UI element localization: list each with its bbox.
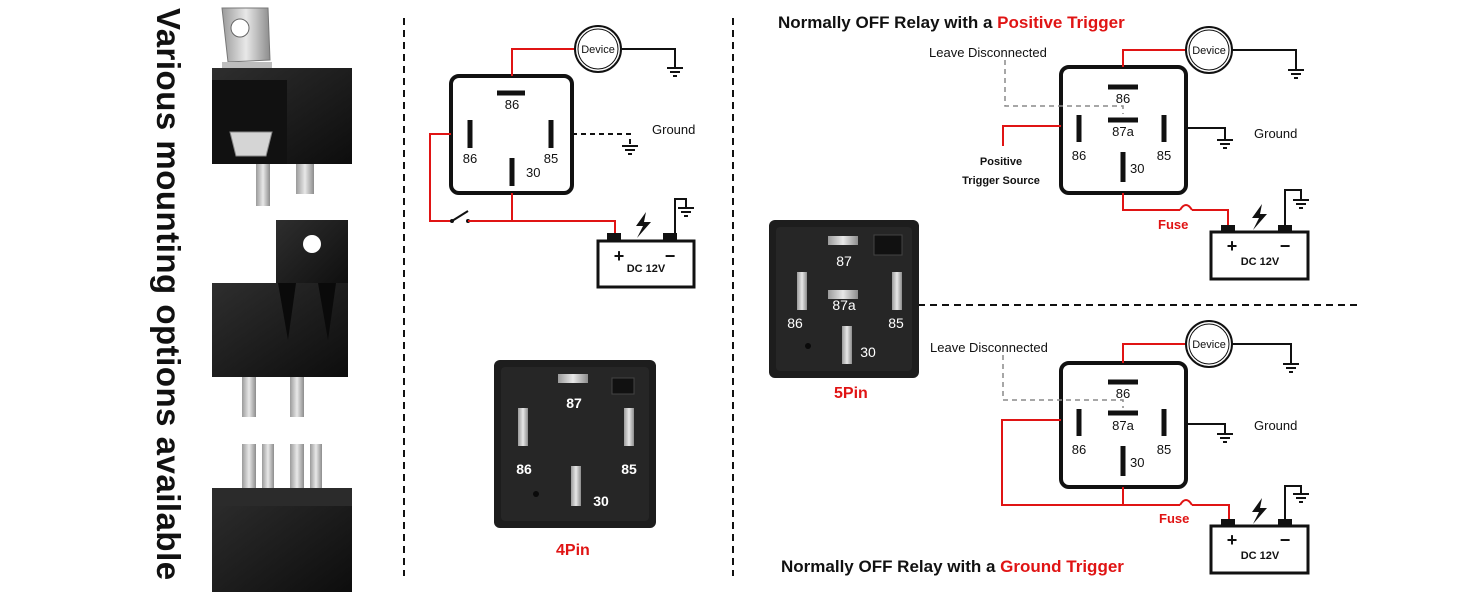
relay-photo-bracket-middle [212, 220, 348, 417]
battery-label-4pin: DC 12V [627, 263, 666, 275]
device-circle-ground: Device [1185, 320, 1233, 368]
gnd-pin-85: 85 [1157, 442, 1171, 457]
diagram-4pin-wiring: 86 86 85 30 [429, 48, 694, 238]
ground-label-4pin: Ground [652, 122, 695, 137]
positive-heading-prefix: Normally OFF Relay with a [778, 13, 998, 32]
diagram-ground-trigger: 86 87a 86 85 30 [1001, 343, 1309, 524]
leave-disconnected-ground: Leave Disconnected [930, 340, 1048, 355]
fuse-label-positive: Fuse [1158, 217, 1188, 232]
battery-4pin: + − DC 12V [596, 233, 696, 289]
battery-minus-4pin: − [665, 246, 676, 266]
trigger-source-line1: Positive [980, 156, 1022, 168]
leave-disconnected-positive: Leave Disconnected [929, 45, 1047, 60]
relay-photo-plain-bottom [212, 444, 352, 592]
ground-trigger-heading: Normally OFF Relay with a Ground Trigger [781, 557, 1124, 577]
battery-minus-positive: − [1280, 236, 1291, 256]
relay-photo-bracket-top [212, 7, 352, 206]
pos-pin-86-top: 86 [1116, 91, 1130, 106]
positive-trigger-heading: Normally OFF Relay with a Positive Trigg… [778, 13, 1125, 33]
battery-label-positive: DC 12V [1241, 256, 1280, 268]
pos-pin-87a: 87a [1112, 124, 1134, 139]
gnd-pin-86-top: 86 [1116, 386, 1130, 401]
photo5-pin-87: 87 [836, 253, 852, 269]
battery-plus-ground: + [1227, 530, 1238, 550]
photo4-pin-86: 86 [516, 461, 532, 477]
ground-heading-prefix: Normally OFF Relay with a [781, 557, 1001, 576]
pos-pin-86: 86 [1072, 148, 1086, 163]
ground-label-positive: Ground [1254, 126, 1297, 141]
caption-5pin: 5Pin [834, 385, 868, 402]
caption-4pin: 4Pin [556, 542, 590, 559]
battery-plus-4pin: + [614, 246, 625, 266]
ground-heading-highlight: Ground Trigger [1000, 557, 1124, 576]
battery-positive: + − DC 12V [1209, 225, 1310, 281]
side-title: Various mounting options available [150, 8, 187, 581]
device-circle-positive: Device [1185, 26, 1233, 74]
trigger-source-line2: Trigger Source [962, 175, 1040, 187]
battery-minus-ground: − [1280, 530, 1291, 550]
pos-pin-85: 85 [1157, 148, 1171, 163]
relay-5pin-photo: 87 87a 86 85 30 [769, 220, 919, 378]
photo5-pin-85: 85 [888, 315, 904, 331]
ground-label-ground: Ground [1254, 418, 1297, 433]
photo4-pin-30: 30 [593, 493, 609, 509]
photo4-pin-87: 87 [566, 395, 582, 411]
device-circle-4pin: Device [574, 25, 622, 73]
photo5-pin-30: 30 [860, 344, 876, 360]
pin-85-label: 85 [544, 151, 558, 166]
gnd-pin-30: 30 [1130, 455, 1144, 470]
battery-plus-positive: + [1227, 236, 1238, 256]
device-label-4pin: Device [581, 44, 615, 56]
pin-86-top-label: 86 [505, 97, 519, 112]
diagram-positive-trigger: 86 87a 86 85 30 [1002, 49, 1309, 230]
gnd-pin-87a: 87a [1112, 418, 1134, 433]
gnd-pin-86: 86 [1072, 442, 1086, 457]
photo4-pin-85: 85 [621, 461, 637, 477]
fuse-label-ground: Fuse [1159, 511, 1189, 526]
pos-pin-30: 30 [1130, 161, 1144, 176]
photo5-pin-86: 86 [787, 315, 803, 331]
photo5-pin-87a: 87a [832, 297, 856, 313]
battery-label-ground: DC 12V [1241, 550, 1280, 562]
device-label-positive: Device [1192, 45, 1226, 57]
pin-86-label: 86 [463, 151, 477, 166]
pin-30-label: 30 [526, 165, 540, 180]
battery-ground: + − DC 12V [1209, 519, 1310, 575]
device-label-ground: Device [1192, 339, 1226, 351]
relay-4pin-photo: 87 86 85 30 [494, 360, 656, 528]
positive-heading-highlight: Positive Trigger [997, 13, 1125, 32]
